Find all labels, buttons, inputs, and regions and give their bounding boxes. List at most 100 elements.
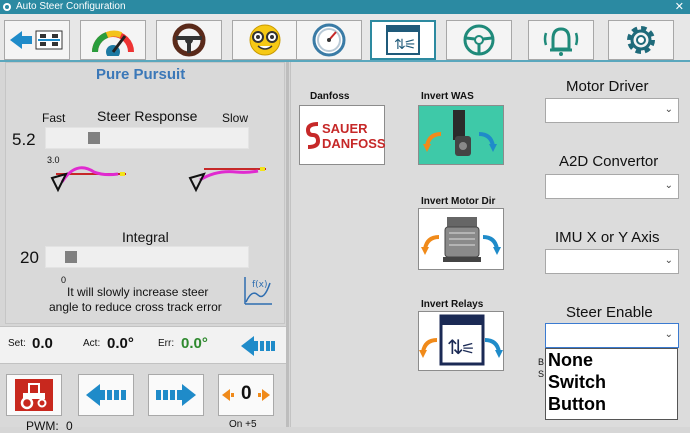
invert-motor-label: Invert Motor Dir bbox=[421, 196, 496, 207]
steer-enable-dropdown: None Switch Button bbox=[545, 348, 678, 420]
center-value: 0 bbox=[241, 383, 252, 404]
act-value: 0.0° bbox=[107, 335, 134, 352]
integral-help-line2: angle to reduce cross track error bbox=[49, 300, 222, 314]
danfoss-logo-icon bbox=[306, 122, 320, 149]
window-title: Auto Steer Configuration bbox=[16, 1, 126, 12]
danfoss-toggle[interactable]: SAUER DANFOSS bbox=[299, 105, 386, 165]
slow-response-illustration-icon bbox=[188, 167, 266, 193]
speedometer-icon bbox=[312, 23, 346, 57]
center-zero-button[interactable] bbox=[218, 374, 274, 416]
switch-settings-icon: ⇅ ⚟ bbox=[386, 25, 420, 55]
invert-was-label: Invert WAS bbox=[421, 91, 474, 102]
danfoss-logo-line2: DANFOSS bbox=[322, 136, 386, 151]
set-label: Set: bbox=[8, 338, 26, 349]
svg-text:⚟: ⚟ bbox=[404, 37, 417, 53]
pwm-value: 0 bbox=[66, 419, 73, 433]
steer-enable-select[interactable]: ⌄ bbox=[545, 323, 679, 348]
set-value: 0.0 bbox=[32, 335, 53, 352]
steer-response-label: Steer Response bbox=[97, 108, 198, 124]
imu-axis-label: IMU X or Y Axis bbox=[555, 229, 660, 246]
invert-relays-label: Invert Relays bbox=[421, 299, 484, 310]
chevron-down-icon: ⌄ bbox=[664, 104, 673, 115]
steer-response-slider[interactable] bbox=[45, 127, 249, 149]
look-ahead-value: 3.0 bbox=[47, 155, 60, 165]
dropdown-option-switch[interactable]: Switch bbox=[548, 372, 607, 392]
err-label: Err: bbox=[158, 338, 175, 349]
dropdown-option-button[interactable]: Button bbox=[548, 394, 606, 414]
tab-gauge[interactable] bbox=[80, 20, 146, 60]
steering-wheel-icon bbox=[463, 24, 495, 56]
motor-driver-select[interactable]: ⌄ bbox=[545, 98, 679, 123]
motor-direction-icon bbox=[421, 217, 501, 262]
steer-response-slider-thumb[interactable] bbox=[88, 132, 100, 144]
tab-steering-wheel-2[interactable] bbox=[446, 20, 512, 60]
tab-steering-wheel[interactable] bbox=[156, 20, 222, 60]
steer-response-value: 5.2 bbox=[12, 130, 36, 149]
invert-was-toggle[interactable] bbox=[418, 105, 504, 165]
integral-slider-thumb[interactable] bbox=[65, 251, 77, 263]
pwm-label: PWM: bbox=[26, 419, 59, 433]
dropdown-option-none[interactable]: None bbox=[548, 350, 593, 370]
svg-text:⇅: ⇅ bbox=[394, 37, 406, 53]
chevron-down-icon: ⌄ bbox=[664, 180, 673, 191]
status-bar bbox=[0, 326, 286, 364]
invert-motor-toggle[interactable] bbox=[418, 208, 504, 270]
integral-help-line1: It will slowly increase steer bbox=[67, 285, 209, 299]
steer-enable-label: Steer Enable bbox=[566, 304, 653, 321]
panel-separator bbox=[286, 62, 289, 427]
tab-bar: ⇅ ⚟ bbox=[0, 14, 690, 62]
tab-speedometer[interactable] bbox=[296, 20, 362, 60]
partial-label-b: B bbox=[538, 357, 545, 367]
integral-label: Integral bbox=[122, 229, 169, 245]
fast-response-illustration-icon bbox=[50, 166, 126, 193]
svg-text:⚟: ⚟ bbox=[461, 339, 475, 358]
steer-left-button[interactable] bbox=[78, 374, 134, 416]
partial-label-s: S bbox=[538, 369, 545, 379]
svg-text:⇅: ⇅ bbox=[447, 335, 464, 359]
tab-alarm[interactable] bbox=[528, 20, 594, 60]
chevron-down-icon: ⌄ bbox=[664, 255, 673, 266]
offset-text: On +5 bbox=[229, 419, 257, 430]
tab-settings-switch[interactable]: ⇅ ⚟ bbox=[370, 20, 436, 60]
app-icon bbox=[3, 3, 11, 11]
imu-axis-select[interactable]: ⌄ bbox=[545, 249, 679, 274]
right-arrow-icon bbox=[156, 384, 196, 406]
gear-icon bbox=[627, 26, 655, 54]
pure-pursuit-title: Pure Pursuit bbox=[96, 66, 186, 83]
function-graph-icon: f(x) bbox=[244, 277, 272, 305]
title-bar: Auto Steer Configuration ✕ bbox=[0, 0, 690, 14]
gauge-icon bbox=[91, 30, 134, 56]
integral-min-label: 0 bbox=[61, 275, 67, 285]
invert-relays-toggle[interactable]: ⇅ ⚟ bbox=[418, 311, 504, 371]
tab-back[interactable] bbox=[4, 20, 70, 60]
nerd-face-icon bbox=[249, 24, 281, 56]
motor-driver-label: Motor Driver bbox=[566, 78, 649, 95]
slow-label: Slow bbox=[222, 111, 249, 125]
integral-value: 20 bbox=[20, 248, 39, 267]
fast-label: Fast bbox=[42, 111, 66, 125]
steer-right-button[interactable] bbox=[148, 374, 204, 416]
left-arrow-icon bbox=[86, 384, 126, 406]
relay-switch-icon: ⇅ ⚟ bbox=[419, 314, 503, 366]
wheel-angle-sensor-icon bbox=[423, 110, 497, 156]
svg-text:f(x): f(x) bbox=[252, 280, 268, 290]
steering-wheel-icon bbox=[172, 23, 206, 57]
left-arrow-indicator-icon bbox=[241, 336, 275, 356]
tab-nerd[interactable] bbox=[232, 20, 298, 60]
err-value: 0.0° bbox=[181, 335, 208, 352]
a2d-convertor-label: A2D Convertor bbox=[559, 153, 659, 170]
pure-pursuit-panel bbox=[5, 62, 285, 324]
danfoss-logo-line1: SAUER bbox=[322, 121, 368, 136]
center-arrows-icon bbox=[222, 389, 270, 401]
act-label: Act: bbox=[83, 338, 101, 349]
tractor-icon bbox=[15, 379, 53, 411]
integral-slider[interactable] bbox=[45, 246, 249, 268]
back-arrow-icon bbox=[10, 30, 63, 50]
close-button[interactable]: ✕ bbox=[674, 1, 684, 13]
chevron-down-icon: ⌄ bbox=[664, 329, 673, 340]
tab-gear[interactable] bbox=[608, 20, 674, 60]
a2d-convertor-select[interactable]: ⌄ bbox=[545, 174, 679, 199]
danfoss-label: Danfoss bbox=[310, 91, 350, 102]
tractor-button[interactable] bbox=[6, 374, 62, 416]
alarm-icon bbox=[543, 27, 579, 56]
